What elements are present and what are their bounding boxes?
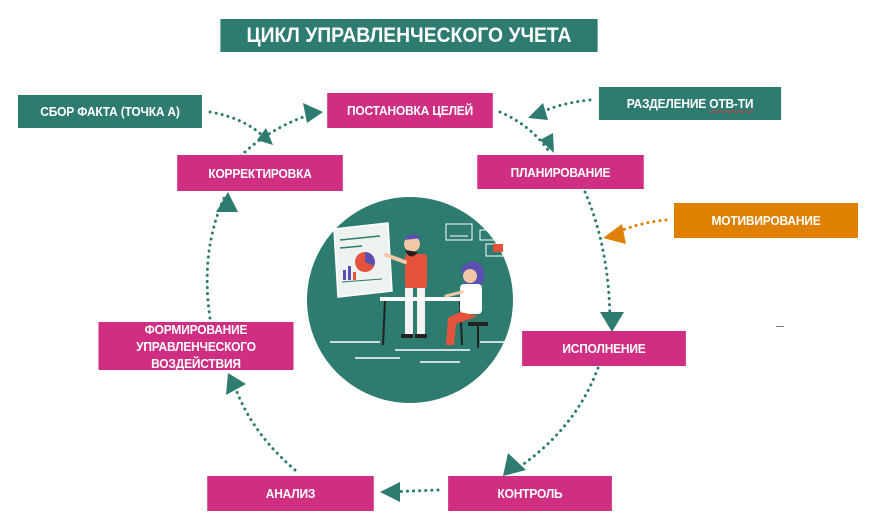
- arc-goals-to-planning: [498, 110, 550, 152]
- arrowhead-planning-from-resp: [528, 103, 548, 120]
- arrowhead-execution: [600, 312, 624, 332]
- arrowhead-goals: [303, 103, 323, 123]
- step-responsibility: РАЗДЕЛЕНИЕ ОТВ-ТИ: [598, 87, 782, 120]
- step-responsibility-abbr: ОТВ-ТИ: [709, 96, 754, 111]
- arrowhead-control: [503, 453, 526, 476]
- step-planning: ПЛАНИРОВАНИЕ: [477, 155, 644, 189]
- arrowhead-impact: [226, 373, 246, 395]
- step-motivation: МОТИВИРОВАНИЕ: [674, 203, 858, 238]
- step-execution: ИСПОЛНЕНИЕ: [522, 331, 686, 366]
- step-management-impact: ФОРМИРОВАНИЕ УПРАВЛЕНЧЕСКОГО ВОЗДЕЙСТВИЯ: [98, 322, 294, 371]
- step-analysis: АНАЛИЗ: [207, 476, 374, 511]
- arc-impact-to-correction: [205, 194, 227, 320]
- arrowhead-correction-from-fact: [257, 128, 273, 145]
- arc-planning-to-execution: [583, 190, 612, 327]
- step-responsibility-prefix: РАЗДЕЛЕНИЕ: [626, 96, 710, 111]
- step-goal-setting: ПОСТАНОВКА ЦЕЛЕЙ: [327, 93, 493, 128]
- divider-mark: [776, 326, 784, 327]
- arc-fact-to-correction: [208, 110, 267, 140]
- step-correction: КОРРЕКТИРОВКА: [177, 155, 343, 191]
- arc-resp-to-planning: [538, 98, 592, 115]
- arrowhead-planning-from-goals: [540, 133, 554, 153]
- arc-analysis-to-impact: [230, 376, 297, 472]
- step-control: КОНТРОЛЬ: [448, 476, 612, 511]
- presentation-illustration-icon: [307, 197, 513, 403]
- arc-execution-to-control: [513, 366, 600, 472]
- page-title: ЦИКЛ УПРАВЛЕНЧЕСКОГО УЧЕТА: [220, 19, 598, 52]
- arrowhead-motivation: [603, 224, 626, 244]
- arrowhead-analysis: [380, 482, 400, 502]
- arrowhead-correction: [216, 192, 238, 212]
- step-fact-collection: СБОР ФАКТА (ТОЧКА А): [18, 95, 202, 128]
